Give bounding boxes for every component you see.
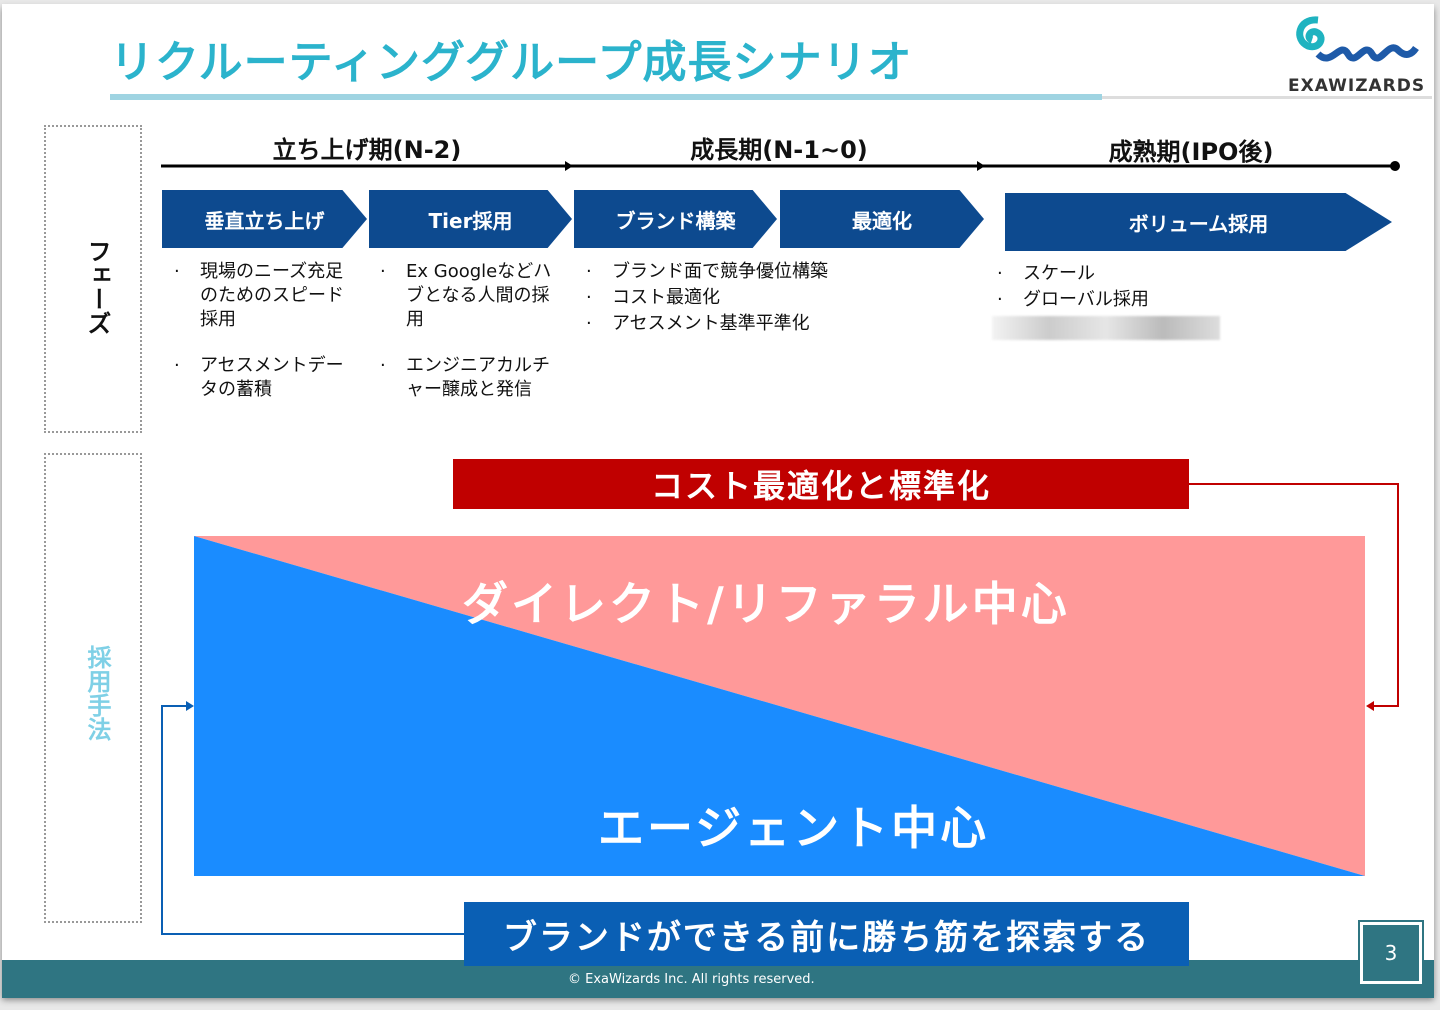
step-bullets: Ex Googleなどハブとなる人間の採用 エンジニアカルチャー醸成と発信 <box>380 260 565 424</box>
red-arrowhead <box>1366 701 1374 711</box>
phase-label-box: フェーズ <box>44 125 142 433</box>
red-connector <box>1189 483 1399 707</box>
blue-region <box>194 536 1365 876</box>
method-label: 採用手法 <box>83 645 111 741</box>
phase-header: 成熟期(IPO後) <box>1108 138 1274 166</box>
direct-referral-label: ダイレクト/リファラル中心 <box>462 577 1070 631</box>
bullet-item: ブランド面で競争優位構築 <box>586 260 906 284</box>
step-bullets: 現場のニーズ充足のためのスピード採用 アセスメントデータの蓄積 <box>174 260 344 424</box>
step-bullets: スケール グローバル採用 <box>997 262 1297 314</box>
bullet-item: Ex Googleなどハブとなる人間の採用 <box>380 260 565 332</box>
phase-label: フェーズ <box>83 239 111 335</box>
redacted-text <box>992 316 1220 340</box>
method-label-box: 採用手法 <box>44 453 142 923</box>
cost-banner: コスト最適化と標準化 <box>453 459 1189 509</box>
title-underline <box>110 94 1102 100</box>
agent-label: エージェント中心 <box>598 801 990 855</box>
bullet-item: コスト最適化 <box>586 286 906 310</box>
bullet-item: スケール <box>997 262 1297 286</box>
timeline-arrow <box>161 161 1400 171</box>
bullet-item: エンジニアカルチャー醸成と発信 <box>380 354 565 402</box>
bullet-item: アセスメントデータの蓄積 <box>174 354 344 402</box>
logo-text: EXAWIZARDS <box>1288 76 1426 96</box>
step-chevron: 最適化 <box>780 190 984 248</box>
brand-banner: ブランドができる前に勝ち筋を探索する <box>464 902 1189 966</box>
exawizards-logo-icon <box>1296 16 1419 62</box>
bullet-item: アセスメント基準平準化 <box>586 312 906 336</box>
step-chevron: 垂直立ち上げ <box>162 190 367 248</box>
step-chevron: Tier採用 <box>369 190 572 248</box>
diagram-graphics <box>161 483 1399 935</box>
phase-header: 成長期(N-1~0) <box>690 136 868 164</box>
title-underline-gray <box>1102 96 1432 99</box>
page-number: 3 <box>1358 920 1424 986</box>
bullet-item: グローバル採用 <box>997 288 1297 312</box>
footer-bar <box>2 960 1434 998</box>
step-chevron: ブランド構築 <box>574 190 777 248</box>
blue-connector <box>161 705 464 935</box>
slide: リクルーティンググループ成長シナリオ EXAWIZARDS フェーズ 採用手法 … <box>2 4 1434 998</box>
step-chevron: ボリューム採用 <box>1005 193 1392 251</box>
page-title: リクルーティンググループ成長シナリオ <box>110 37 913 88</box>
copyright: © ExaWizards Inc. All rights reserved. <box>568 972 815 987</box>
bullet-item: 現場のニーズ充足のためのスピード採用 <box>174 260 344 332</box>
step-bullets: ブランド面で競争優位構築 コスト最適化 アセスメント基準平準化 <box>586 260 906 338</box>
blue-arrowhead <box>186 701 194 711</box>
phase-header: 立ち上げ期(N-2) <box>272 136 462 164</box>
